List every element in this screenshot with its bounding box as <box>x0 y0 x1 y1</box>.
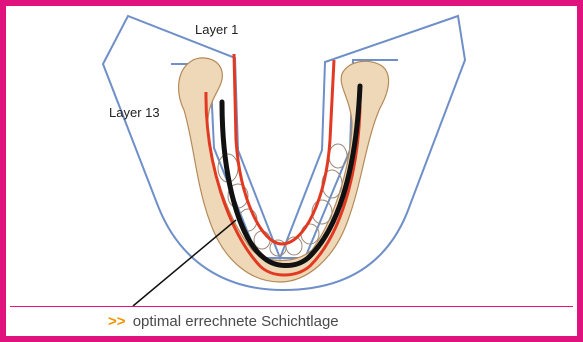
layer-13-label: Layer 13 <box>109 105 160 120</box>
caption-pointer-line <box>133 220 236 306</box>
caption-text: optimal errechnete Schichtlage <box>133 313 339 330</box>
figure-caption: >> optimal errechnete Schichtlage <box>108 313 339 330</box>
caption-marker: >> <box>108 313 126 330</box>
projection-outline <box>103 16 465 290</box>
layer-1-label: Layer 1 <box>195 22 238 37</box>
caption-divider <box>10 306 573 307</box>
